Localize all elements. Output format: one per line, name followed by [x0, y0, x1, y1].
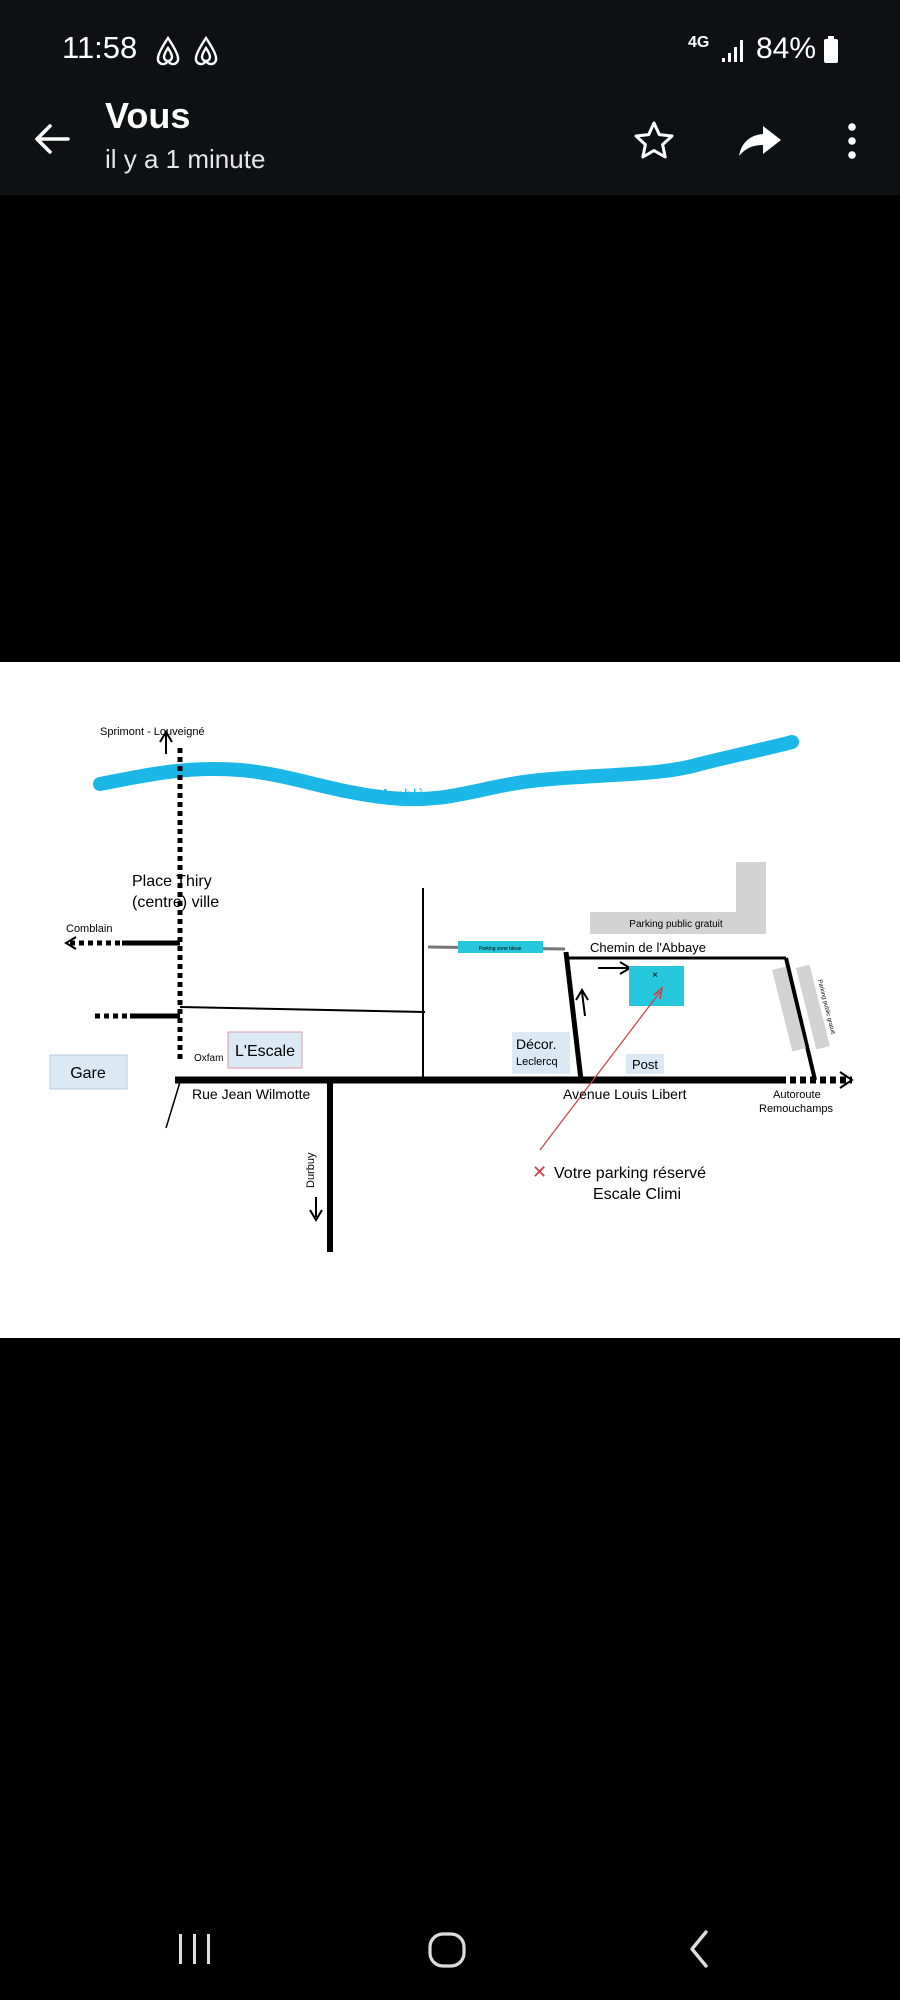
share-button[interactable]	[733, 114, 787, 168]
label-remouchamps: Remouchamps	[759, 1103, 833, 1115]
share-icon	[739, 126, 781, 156]
recent-apps-icon	[179, 1934, 210, 1964]
label-place-thiry: Place Thiry	[132, 873, 212, 890]
status-time: 11:58	[62, 30, 138, 65]
road-thin	[179, 1006, 426, 1013]
post-box	[626, 1054, 664, 1074]
parking-side-2	[796, 964, 830, 1050]
label-escale-climi: Escale Climi	[593, 1186, 681, 1203]
label-decor: Décor.	[516, 1036, 556, 1052]
road-south-thin	[165, 1081, 181, 1129]
decor-box	[512, 1032, 570, 1074]
arrow-left-icon	[35, 124, 70, 154]
system-nav-bar	[0, 1900, 900, 2000]
label-leclercq: Leclercq	[516, 1056, 558, 1068]
status-bar: 11:58 4G 84%	[0, 0, 900, 100]
home-button[interactable]	[417, 1922, 477, 1978]
pointer-line	[539, 991, 661, 1151]
airbnb-notification-icon	[190, 34, 222, 71]
app-header: Vous il y a 1 minute	[0, 95, 900, 195]
pointer-arrowhead	[653, 986, 664, 1000]
back-button[interactable]	[28, 114, 78, 164]
label-centre-ville: (centre) ville	[132, 894, 219, 911]
signal-icon	[720, 38, 746, 69]
battery-level: 84%	[756, 32, 817, 65]
favorite-button[interactable]	[627, 114, 681, 168]
more-options-button[interactable]	[825, 114, 879, 168]
river-ambleve	[93, 735, 799, 807]
label-chemin-abbaye: Chemin de l'Abbaye	[590, 940, 706, 955]
label-avenue-louis-libert: Avenue Louis Libert	[563, 1086, 687, 1102]
arrow-north	[159, 730, 173, 754]
reserved-parking-cross: ×	[652, 970, 658, 981]
arrow-abbaye	[598, 961, 632, 975]
label-post: Post	[632, 1057, 658, 1072]
label-escale: L'Escale	[235, 1043, 295, 1060]
label-gare: Gare	[70, 1065, 106, 1082]
recent-apps-button[interactable]	[165, 1922, 225, 1978]
airbnb-notification-icon	[152, 34, 184, 71]
escale-box	[227, 1031, 303, 1069]
map-image[interactable]: Parking zone bleue Parking public gratui…	[0, 662, 900, 1338]
label-parking-public: Parking public gratuit	[629, 919, 723, 930]
parking-public-box-vertical	[736, 862, 766, 934]
network-type: 4G	[688, 34, 710, 51]
chevron-left-icon	[690, 1930, 708, 1968]
parking-zone-bleue-box	[458, 941, 543, 953]
battery-icon	[823, 36, 839, 69]
arrow-comblain	[64, 936, 77, 950]
reserved-parking-box	[629, 966, 684, 1006]
arrow-up	[575, 988, 589, 1017]
star-icon	[634, 121, 674, 159]
label-parking-zone-bleue: Parking zone bleue	[479, 946, 522, 952]
label-votre-parking: Votre parking réservé	[554, 1165, 706, 1182]
road-abbaye-east	[784, 957, 817, 1081]
directions-map: Parking zone bleue Parking public gratui…	[49, 726, 854, 1252]
road-abbaye-vertical	[563, 951, 584, 1081]
label-autoroute: Autoroute	[773, 1089, 821, 1101]
sender-name: Vous	[105, 95, 191, 136]
home-icon	[428, 1932, 466, 1968]
gare-box	[49, 1054, 128, 1090]
arrow-durbuy	[309, 1197, 323, 1222]
label-oxfam: Oxfam	[194, 1053, 223, 1064]
label-comblain: Comblain	[66, 923, 112, 935]
sent-time: il y a 1 minute	[105, 144, 266, 174]
parking-side-1	[772, 966, 806, 1052]
more-vertical-icon	[848, 123, 856, 159]
reserved-parking-marker: ✕	[532, 1162, 547, 1182]
system-back-button[interactable]	[670, 1922, 730, 1978]
label-ambleve: Amblève	[380, 787, 442, 804]
parking-public-box	[590, 912, 766, 934]
label-rue-jean-wilmotte: Rue Jean Wilmotte	[192, 1086, 310, 1102]
label-sprimont: Sprimont - Louveigné	[100, 726, 205, 738]
arrow-autoroute	[839, 1071, 854, 1089]
label-durbuy: Durbuy	[305, 1152, 317, 1188]
